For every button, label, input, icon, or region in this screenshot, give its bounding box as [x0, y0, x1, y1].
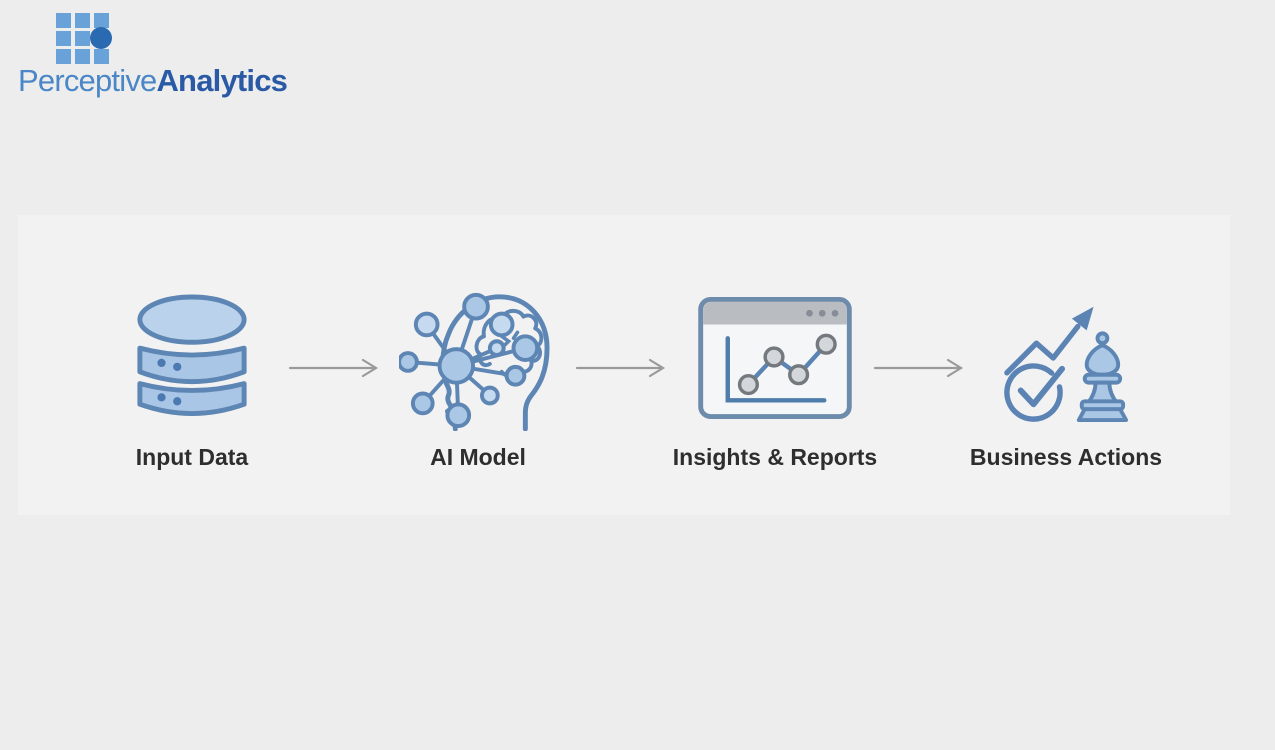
logo-grid-dot	[90, 27, 112, 49]
perceptive-analytics-logo: PerceptiveAnalytics	[18, 12, 288, 98]
brain-detail	[499, 330, 520, 348]
check-mark	[1017, 365, 1066, 408]
growth-arrow-line	[1004, 323, 1081, 376]
brand-part-perceptive: Perceptive	[18, 63, 157, 98]
chart-trend-line	[746, 342, 828, 387]
database-icon	[132, 286, 252, 430]
stage-input-data: Input Data	[72, 286, 312, 471]
brand-part-analytics: Analytics	[156, 63, 288, 98]
logo-wordmark: PerceptiveAnalytics	[18, 63, 288, 98]
arrow-right-icon	[288, 358, 379, 378]
chess-bishop	[1076, 331, 1129, 423]
stage-insights-reports: Insights & Reports	[655, 286, 895, 471]
window-titlebar	[703, 301, 847, 325]
check-circle	[1004, 363, 1063, 422]
chart-nodes	[737, 333, 837, 396]
stage-business-actions: Business Actions	[946, 286, 1186, 471]
stage-label-business-actions: Business Actions	[969, 444, 1163, 470]
chart-axes	[725, 336, 827, 403]
growth-check-chess-icon	[1001, 286, 1131, 430]
ai-brain-network-icon	[399, 286, 557, 431]
arrow-right-icon	[873, 358, 964, 378]
stage-ai-model: AI Model	[358, 286, 598, 471]
arrow-right-icon	[575, 358, 666, 378]
stage-label-insights-reports: Insights & Reports	[672, 444, 878, 470]
brain-outline	[474, 308, 544, 378]
growth-arrow-head	[1071, 306, 1094, 331]
stage-label-input-data: Input Data	[135, 444, 249, 470]
logo-grid-icon	[56, 13, 112, 64]
stage-label-ai-model: AI Model	[430, 444, 526, 470]
window-dots	[806, 309, 839, 317]
chart-window-icon	[697, 286, 853, 430]
